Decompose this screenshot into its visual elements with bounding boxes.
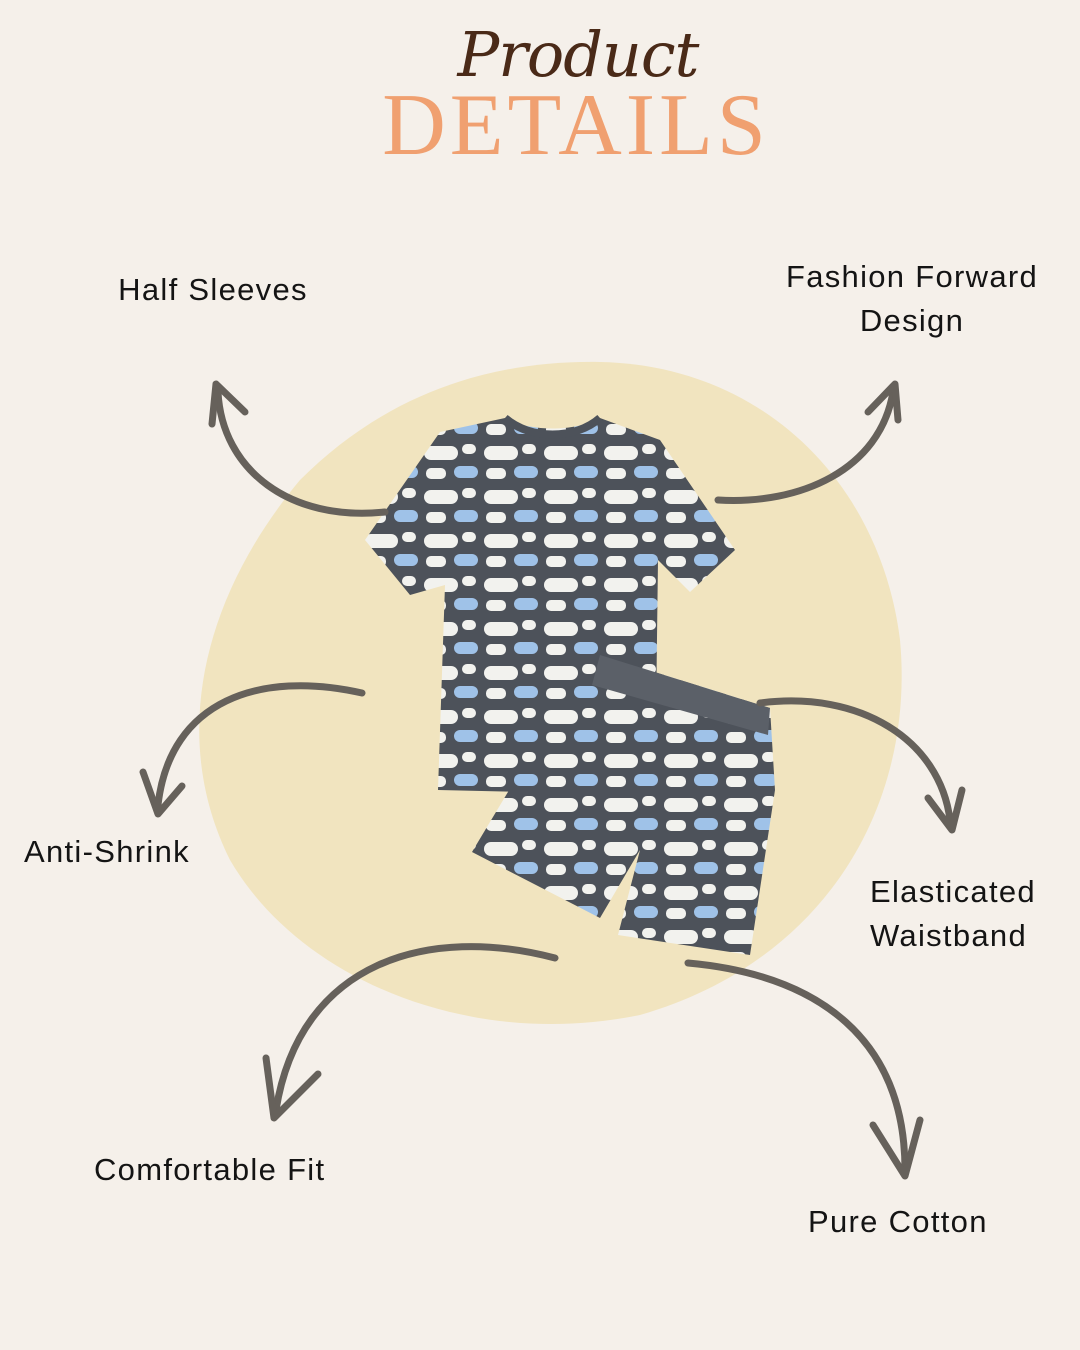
feature-fashion-forward-design: Fashion Forward Design (750, 255, 1074, 343)
feature-elasticated-waistband: Elasticated Waistband (870, 870, 1036, 958)
feature-pure-cotton: Pure Cotton (808, 1204, 988, 1239)
arrow-pure-cotton (684, 959, 924, 1180)
title-product: Product (457, 18, 700, 91)
arrow-elasticated-waistband (756, 697, 966, 834)
feature-fashion-line2: Design (859, 303, 965, 338)
feature-elasticated-line1: Elasticated (870, 874, 1036, 909)
arrow-fashion-forward (714, 380, 902, 504)
arrow-comfortable-fit (262, 943, 559, 1122)
feature-fashion-line1: Fashion Forward (785, 259, 1039, 294)
feature-half-sleeves: Half Sleeves (118, 272, 308, 307)
arrow-half-sleeves (208, 380, 389, 517)
title-details: DETAILS (382, 77, 770, 174)
feature-elasticated-line2: Waistband (870, 918, 1028, 953)
feature-comfortable-fit: Comfortable Fit (94, 1152, 326, 1187)
arrow-anti-shrink (139, 682, 366, 818)
pajama-shorts (472, 655, 775, 955)
feature-anti-shrink: Anti-Shrink (24, 834, 190, 869)
